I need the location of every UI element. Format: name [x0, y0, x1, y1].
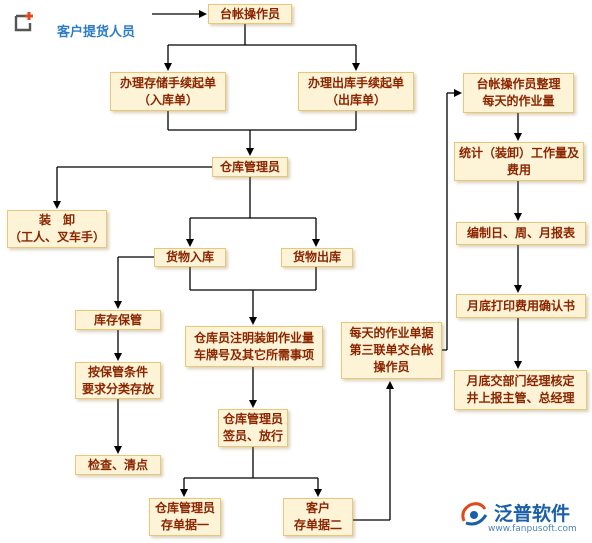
box-text-line: 仓库员注明装卸作业量 — [193, 330, 314, 345]
box-text-line: 检查、清点 — [87, 457, 148, 472]
storage-procedure-box: 办理存储手续起单 （入库单） — [110, 72, 226, 111]
monthly-approval-box: 月底交部门经理核定 井上报主管、总经理 — [454, 370, 587, 410]
box-text-line: 月底交部门经理核定 — [466, 374, 575, 388]
box-text-line: 要求分类存放 — [81, 381, 154, 396]
box-text-line: 费用 — [506, 162, 531, 177]
box-text-line: 台帐操作员整理 — [476, 77, 561, 91]
box-text-line: （工人、叉车手） — [8, 230, 105, 244]
box-text-line: 井上报主管、总经理 — [466, 391, 575, 405]
brand-url: www.fanpusoft.com — [488, 524, 577, 534]
customer-copy-two-box: 客户 存单据二 — [283, 498, 353, 536]
ledger-operator-box: 台帐操作员 — [208, 4, 292, 24]
box-text-line: 月底打印费用确认书 — [466, 298, 575, 313]
box-text-line: 装 卸 — [38, 213, 75, 227]
stats-workload-box: 统计（装卸）工作量及 费用 — [454, 142, 584, 181]
box-text-line: 客户 — [305, 501, 330, 515]
box-text-line: 第三联单交台帐 — [349, 343, 434, 357]
box-text-line: 办理出库手续起单 — [307, 75, 404, 90]
goods-in-box: 货物入库 — [154, 248, 226, 267]
inspect-count-box: 检查、清点 — [75, 455, 161, 475]
daily-document-third-copy-box: 每天的作业单据 第三联单交台帐 操作员 — [341, 322, 442, 379]
logo-mark-icon — [14, 12, 33, 32]
classified-storage-box: 按保管条件 要求分类存放 — [75, 362, 161, 399]
warehouse-manager-box: 仓库管理员 — [212, 157, 288, 177]
box-text-line: 仓库管理员 — [222, 412, 283, 426]
box-text-line: 存单据一 — [160, 518, 209, 532]
box-text-line: 货物出库 — [292, 250, 341, 264]
customer-pickup-staff-label: 客户提货人员 — [57, 25, 136, 40]
manager-copy-one-box: 仓库管理员 存单据一 — [149, 498, 221, 536]
loading-unloading-box: 装 卸 （工人、叉车手） — [7, 210, 107, 248]
clerk-notes-box: 仓库员注明装卸作业量 车牌号及其它所需事项 — [185, 326, 323, 367]
box-text-line: 车牌号及其它所需事项 — [193, 347, 314, 362]
manager-sign-release-box: 仓库管理员 签员、放行 — [218, 409, 288, 447]
box-text-line: 办理存储手续起单 — [119, 75, 216, 90]
box-text-line: 每天的作业量 — [482, 94, 555, 108]
box-text-line: 签员、放行 — [222, 429, 283, 443]
box-text-line: 库存保管 — [93, 312, 142, 327]
box-text-line: （出库单） — [325, 92, 386, 107]
box-text-line: 统计（装卸）工作量及 — [458, 145, 579, 160]
box-text-line: 仓库管理员 — [154, 501, 215, 515]
box-text-line: 操作员 — [373, 360, 410, 374]
box-text-line: 每天的作业单据 — [349, 326, 434, 340]
brand-name: 泛普软件 — [494, 503, 571, 525]
box-text-line: （入库单） — [137, 92, 198, 107]
box-text-line: 仓库管理员 — [219, 159, 280, 174]
storage-custody-box: 库存保管 — [75, 310, 161, 330]
ledger-daily-workload-box: 台帐操作员整理 每天的作业量 — [463, 73, 574, 113]
box-text-line: 台帐操作员 — [219, 6, 280, 21]
box-text-line: 编制日、周、月报表 — [466, 226, 575, 240]
brand-logo-icon — [461, 502, 488, 526]
box-text-line: 存单据二 — [293, 518, 342, 532]
monthly-print-box: 月底打印费用确认书 — [456, 294, 586, 318]
brand-watermark: 泛普软件 www.fanpusoft.com — [458, 497, 588, 537]
box-text-line: 货物入库 — [165, 250, 214, 264]
outbound-procedure-box: 办理出库手续起单 （出库单） — [298, 72, 414, 111]
goods-out-box: 货物出库 — [281, 248, 353, 267]
make-reports-box: 编制日、周、月报表 — [456, 222, 586, 245]
box-text-line: 按保管条件 — [87, 364, 148, 379]
